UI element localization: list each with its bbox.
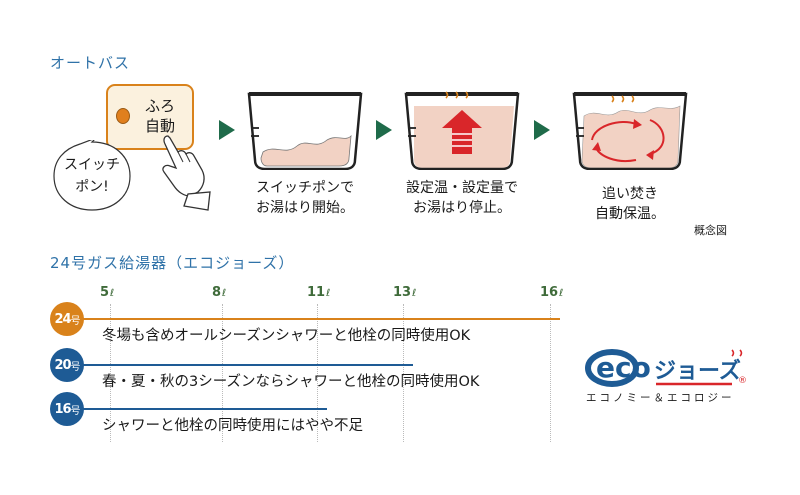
step3-caption-line2: 自動保温。 [595,206,665,222]
flow-gridline [222,304,223,442]
bubble-text-switch: スイッチ [64,157,120,173]
bathtub-filling-icon [245,90,365,170]
capacity-bar [66,364,413,366]
capacity-bar [66,318,560,320]
flow-tick-label: 5ℓ [100,285,114,300]
step2-caption-line1: 設定温・設定量で [406,180,518,196]
step-arrow-icon [534,120,550,144]
flow-tick-value: 8 [212,285,222,300]
svg-text:ジョーズ: ジョーズ [654,358,741,384]
step3-caption-line1: 追い焚き [602,186,658,202]
step2-caption-line2: お湯はり停止。 [413,200,511,216]
flow-tick-value: 5 [100,285,110,300]
concept-diagram-note: 概念図 [694,224,727,237]
capacity-badge-suffix: 号 [70,405,81,417]
capacity-badge-number: 20 [54,357,71,373]
bathtub-reheat-icon [570,90,690,170]
registered-mark: ® [738,376,747,386]
autobath-title: オートバス [50,54,131,72]
step-arrow-icon [219,120,235,144]
step1-caption-line1: スイッチポンで [256,180,354,196]
flow-tick-label: 11ℓ [307,285,330,300]
flow-tick-value: 13 [393,285,412,300]
capacity-badge-number: 16 [54,401,71,417]
capacity-badge-number: 24 [54,311,71,327]
capacity-description: 冬場も含めオールシーズンシャワーと他栓の同時使用OK [102,328,471,344]
step1-caption-line2: お湯はり開始。 [256,200,354,216]
furo-auto-switch[interactable]: ふろ 自動 [106,84,194,150]
flow-tick-value: 16 [540,285,559,300]
pressing-hand-icon [150,132,212,212]
capacity-badge-suffix: 号 [70,361,81,373]
flow-tick-label: 8ℓ [212,285,226,300]
bubble-text-pon: ポン! [75,179,109,195]
svg-text:eco: eco [596,351,651,384]
flow-tick-unit: ℓ [326,288,331,299]
capacity-description: 春・夏・秋の3シーズンならシャワーと他栓の同時使用OK [102,374,480,390]
flow-gridline [110,304,111,442]
flow-tick-label: 16ℓ [540,285,563,300]
flow-tick-unit: ℓ [412,288,417,299]
switch-label-furo: ふろ [144,97,175,115]
flow-gridline [550,304,551,442]
logo-subtitle: エコノミー＆エコロジー [586,392,735,404]
eco-jozu-logo: eco ジョーズ ® エコノミー＆エコロジー [582,344,752,404]
capacity-bar [66,408,327,410]
flow-tick-unit: ℓ [222,288,227,299]
flow-tick-unit: ℓ [110,288,115,299]
speech-bubble: スイッチ ポン! [52,137,132,212]
flow-tick-label: 13ℓ [393,285,416,300]
flow-tick-value: 11 [307,285,326,300]
flow-gridline [317,304,318,442]
capacity-description: シャワーと他栓の同時使用にはやや不足 [102,418,363,434]
flow-tick-unit: ℓ [559,288,564,299]
step-arrow-icon [376,120,392,144]
capacity-badge-suffix: 号 [70,315,81,327]
bathtub-full-icon [402,90,522,170]
flow-gridline [403,304,404,442]
indicator-lamp-icon [116,108,130,124]
heater-title: 24号ガス給湯器（エコジョーズ） [50,254,295,272]
switch-label-jidou: 自動 [144,117,175,135]
